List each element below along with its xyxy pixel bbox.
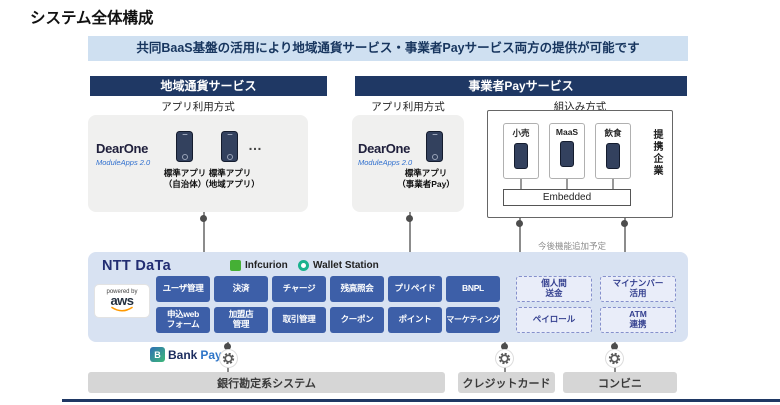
partner-group-label: 提携企業 bbox=[651, 129, 662, 177]
connector-dot bbox=[611, 343, 618, 350]
partner-label: 飲食 bbox=[604, 128, 622, 138]
aws-smile-icon bbox=[111, 307, 133, 312]
page-title: システム全体構成 bbox=[30, 10, 154, 27]
feature-bnpl: BNPL bbox=[446, 276, 500, 302]
phone-icon bbox=[514, 143, 528, 169]
partner-label: MaaS bbox=[555, 127, 579, 137]
regional-mode-label: アプリ利用方式 bbox=[161, 101, 235, 113]
moduleapps-label: ModuleApps 2.0 bbox=[96, 158, 151, 167]
footer-divider bbox=[62, 399, 780, 402]
future-features-note: 今後機能追加予定 bbox=[538, 241, 607, 251]
moduleapps-label: ModuleApps 2.0 bbox=[358, 158, 413, 167]
dearone-logo: DearOne ModuleApps 2.0 bbox=[96, 141, 150, 167]
feature-transaction-management: 取引管理 bbox=[272, 307, 326, 333]
feature-balance-inquiry: 残高照会 bbox=[330, 276, 384, 302]
future-atm-link: ATM 連携 bbox=[600, 307, 676, 333]
infcurion-logo: Infcurion bbox=[230, 260, 288, 271]
businesspay-app-box: DearOne ModuleApps 2.0 標準アプリ （事業者Pay） bbox=[352, 115, 464, 212]
app-label-businesspay: 標準アプリ （事業者Pay） bbox=[397, 168, 455, 189]
partner-box-restaurant: 飲食 bbox=[595, 123, 631, 179]
future-payroll: ペイロール bbox=[516, 307, 592, 333]
connector-line bbox=[203, 212, 205, 252]
infcurion-logo-text: Infcurion bbox=[245, 260, 288, 271]
wallet-station-icon bbox=[298, 260, 309, 271]
phone-icon bbox=[426, 131, 443, 162]
bankpay-icon: B bbox=[150, 347, 165, 362]
feature-application-web-form: 申込web フォーム bbox=[156, 307, 210, 333]
feature-coupon: クーポン bbox=[330, 307, 384, 333]
bankpay-pay-text: Pay bbox=[200, 347, 222, 362]
connector-dot bbox=[501, 343, 508, 350]
gear-api-icon bbox=[606, 350, 623, 367]
connector-dot bbox=[224, 343, 231, 350]
partner-label: 小売 bbox=[512, 128, 530, 138]
wallet-station-logo-text: Wallet Station bbox=[313, 260, 379, 271]
connector-line bbox=[566, 179, 568, 189]
future-feature-grid: 個人間 送金 マイナンバー 活用 ペイロール ATM 連携 bbox=[516, 276, 676, 333]
regional-service-header: 地域通貨サービス bbox=[90, 76, 327, 96]
phone-icon bbox=[176, 131, 193, 162]
connector-line bbox=[612, 179, 614, 189]
powered-by-label: powered by bbox=[106, 288, 138, 295]
connector-line bbox=[520, 179, 522, 189]
baas-platform-box: NTT DaTa Infcurion Wallet Station powere… bbox=[88, 252, 688, 342]
gear-api-icon bbox=[220, 350, 237, 367]
credit-card-bar: クレジットカード bbox=[458, 372, 555, 393]
infcurion-icon bbox=[230, 260, 241, 271]
embedded-bar: Embedded bbox=[503, 189, 631, 206]
feature-merchant-management: 加盟店 管理 bbox=[214, 307, 268, 333]
feature-marketing: マーケティング bbox=[446, 307, 500, 333]
feature-charge: チャージ bbox=[272, 276, 326, 302]
connector-dot bbox=[621, 220, 628, 227]
businesspay-service-header: 事業者Payサービス bbox=[355, 76, 687, 96]
dearone-wordmark: DearOne bbox=[358, 141, 411, 156]
banner-message: 共同BaaS基盤の活用により地域通貨サービス・事業者Payサービス両方の提供が可… bbox=[88, 36, 688, 61]
phone-icon bbox=[221, 131, 238, 162]
feature-prepaid: プリペイド bbox=[388, 276, 442, 302]
feature-payment: 決済 bbox=[214, 276, 268, 302]
dearone-wordmark: DearOne bbox=[96, 141, 149, 156]
ellipsis-more-apps: … bbox=[248, 137, 263, 153]
connector-line bbox=[624, 218, 626, 252]
partner-box-maas: MaaS bbox=[549, 123, 585, 179]
aws-badge: powered by aws bbox=[94, 284, 150, 318]
aws-logo: aws bbox=[110, 292, 134, 308]
bank-core-system-bar: 銀行勘定系システム bbox=[88, 372, 445, 393]
businesspay-app-mode-label: アプリ利用方式 bbox=[371, 101, 445, 113]
embed-mode-box: 小売 MaaS 飲食 提携企業 Embedded bbox=[487, 110, 673, 218]
future-mynumber: マイナンバー 活用 bbox=[600, 276, 676, 302]
feature-user-management: ユーザ管理 bbox=[156, 276, 210, 302]
convenience-store-bar: コンビニ bbox=[563, 372, 677, 393]
connector-line bbox=[409, 212, 411, 252]
gear-api-icon bbox=[496, 350, 513, 367]
bankpay-bank-text: Bank bbox=[168, 347, 198, 362]
phone-icon bbox=[606, 143, 620, 169]
feature-point: ポイント bbox=[388, 307, 442, 333]
connector-dot bbox=[406, 215, 413, 222]
partner-box-retail: 小売 bbox=[503, 123, 539, 179]
wallet-station-logo: Wallet Station bbox=[298, 260, 379, 271]
ntt-data-logo: NTT DaTa bbox=[102, 258, 171, 274]
phone-icon bbox=[560, 141, 574, 167]
dearone-logo: DearOne ModuleApps 2.0 bbox=[358, 141, 412, 167]
connector-line bbox=[519, 218, 521, 252]
app-label-municipality: 標準アプリ （自治体） bbox=[163, 168, 207, 189]
app-label-regional-app: 標準アプリ （地域アプリ） bbox=[200, 168, 260, 189]
connector-dot bbox=[516, 220, 523, 227]
future-p2p-transfer: 個人間 送金 bbox=[516, 276, 592, 302]
feature-grid: ユーザ管理 決済 チャージ 残高照会 プリペイド BNPL 申込web フォーム… bbox=[156, 276, 500, 333]
regional-app-box: DearOne ModuleApps 2.0 … 標準アプリ （自治体） 標準ア… bbox=[88, 115, 308, 212]
connector-dot bbox=[200, 215, 207, 222]
